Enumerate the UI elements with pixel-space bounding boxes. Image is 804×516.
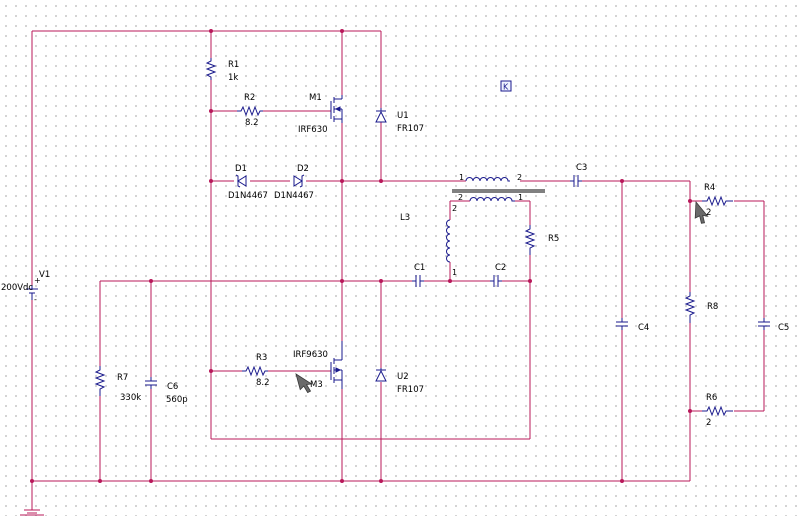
- v1-plus-label: +: [34, 276, 41, 285]
- junction-dot: [30, 479, 34, 483]
- v1-ref-label: V1: [39, 270, 50, 280]
- r5-resistor[interactable]: [524, 225, 536, 255]
- c4-capacitor[interactable]: [616, 318, 628, 330]
- l3-tap-coil[interactable]: [446, 219, 451, 263]
- l3-pin1-top-label: 1: [459, 173, 464, 182]
- l3-pin2-top-label: 2: [517, 173, 522, 182]
- l3-secondary-coil[interactable]: [469, 197, 515, 202]
- junction-dot: [209, 179, 213, 183]
- u2-ref-label: U2: [397, 372, 409, 382]
- c3-ref-label: C3: [576, 163, 587, 173]
- r4-ref-label: R4: [704, 183, 715, 193]
- c3-capacitor[interactable]: [570, 175, 582, 187]
- r3-ref-label: R3: [256, 353, 267, 363]
- wires: [24, 30, 765, 514]
- junction-dot: [340, 29, 344, 33]
- u1-value-label: FR107: [397, 124, 424, 134]
- d2-value-label: D1N4467: [274, 191, 314, 201]
- c5-ref-label: C5: [778, 323, 789, 333]
- c2-capacitor[interactable]: [490, 275, 502, 287]
- v1-value-label: 200Vdc: [1, 283, 33, 293]
- l3-pin1-tap-label: 1: [452, 268, 457, 277]
- junction-dot: [448, 279, 452, 283]
- r6-resistor[interactable]: [702, 405, 733, 417]
- r7-resistor[interactable]: [94, 366, 106, 396]
- junction-dot: [528, 279, 532, 283]
- r1-resistor[interactable]: [205, 58, 217, 80]
- junction-dot: [620, 479, 624, 483]
- r4-resistor[interactable]: [702, 195, 733, 207]
- r3-value-label: 8.2: [256, 378, 270, 388]
- r2-ref-label: R2: [244, 93, 255, 103]
- c1-ref-label: C1: [414, 263, 425, 273]
- l3-pin1-sec-label: 1: [518, 193, 523, 202]
- d1-value-label: D1N4467: [228, 191, 268, 201]
- l3-pin2-tap-label: 2: [452, 204, 457, 213]
- k-marker-label: K: [503, 83, 509, 92]
- d2-zener-diode[interactable]: [293, 174, 305, 188]
- junction-dot: [149, 479, 153, 483]
- junction-dot: [688, 409, 692, 413]
- c4-ref-label: C4: [638, 323, 649, 333]
- junction-dots: [30, 29, 692, 483]
- junction-dot: [620, 179, 624, 183]
- junction-dot: [688, 199, 692, 203]
- m3-ref-label: M3: [310, 380, 323, 390]
- junction-dot: [209, 369, 213, 373]
- m1-mosfet[interactable]: [330, 95, 343, 123]
- d1-zener-diode[interactable]: [235, 174, 247, 188]
- u2-diode[interactable]: [375, 368, 387, 382]
- c1-capacitor[interactable]: [412, 275, 424, 287]
- l3-ref-label: L3: [400, 213, 410, 223]
- junction-dot: [209, 29, 213, 33]
- junction-dot: [340, 279, 344, 283]
- u2-value-label: FR107: [397, 385, 424, 395]
- junction-dot: [379, 279, 383, 283]
- r1-value-label: 1k: [228, 73, 238, 83]
- r1-ref-label: R1: [228, 60, 239, 70]
- r4-value-label: 2: [706, 208, 711, 218]
- r8-resistor[interactable]: [684, 292, 696, 323]
- r8-ref-label: R8: [707, 302, 718, 312]
- m3-value-label: IRF9630: [293, 350, 328, 360]
- v1-minus-label: -: [34, 295, 37, 304]
- junction-dot: [379, 179, 383, 183]
- junction-dot: [379, 479, 383, 483]
- c2-ref-label: C2: [495, 263, 506, 273]
- junction-dot: [340, 179, 344, 183]
- d2-ref-label: D2: [297, 164, 309, 174]
- r6-ref-label: R6: [706, 393, 717, 403]
- l3-primary-coil[interactable]: [465, 177, 510, 182]
- junction-dot: [340, 479, 344, 483]
- c6-value-label: 560p: [166, 395, 188, 405]
- r2-resistor[interactable]: [237, 105, 263, 117]
- junction-dot: [209, 109, 213, 113]
- m3-mosfet[interactable]: [330, 341, 343, 389]
- junction-dot: [149, 279, 153, 283]
- k-marker-icon[interactable]: K: [500, 80, 512, 92]
- r7-ref-label: R7: [117, 373, 128, 383]
- junction-dot: [98, 479, 102, 483]
- v1-voltage-source[interactable]: [26, 285, 38, 300]
- r2-value-label: 8.2: [245, 118, 259, 128]
- c5-capacitor[interactable]: [758, 318, 770, 330]
- r5-ref-label: R5: [548, 234, 559, 244]
- m1-value-label: IRF630: [298, 125, 328, 135]
- r7-value-label: 330k: [120, 393, 141, 403]
- u1-diode[interactable]: [375, 108, 387, 123]
- c6-capacitor[interactable]: [145, 377, 157, 389]
- u1-ref-label: U1: [397, 111, 409, 121]
- r6-value-label: 2: [706, 418, 711, 428]
- l3-pin2-sec-label: 2: [458, 193, 463, 202]
- c6-ref-label: C6: [167, 382, 178, 392]
- r3-resistor[interactable]: [242, 365, 268, 377]
- m1-ref-label: M1: [309, 93, 322, 103]
- d1-ref-label: D1: [235, 164, 247, 174]
